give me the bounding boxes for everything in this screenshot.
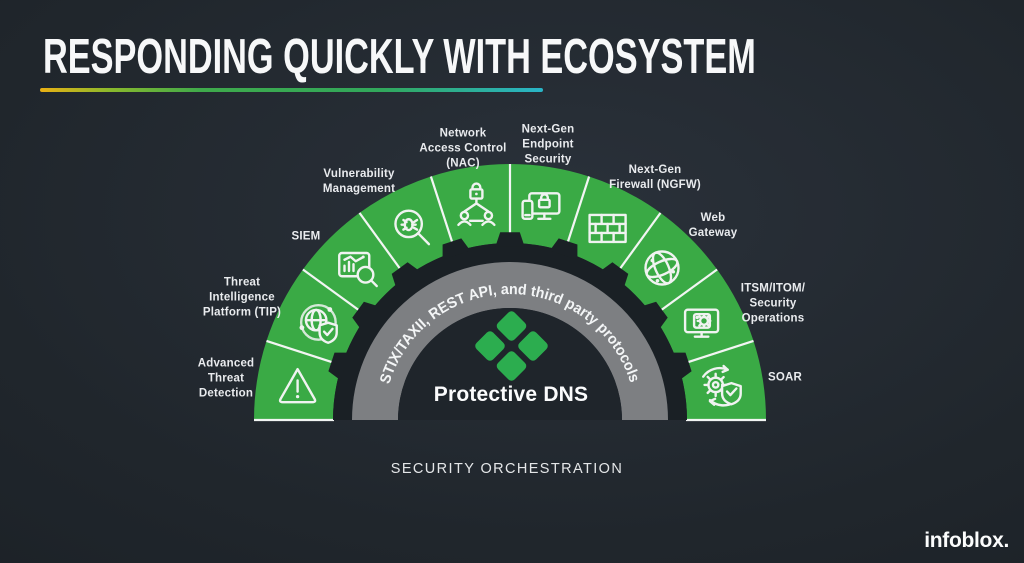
- segment-label-itsm-itom-security-operations: ITSM/ITOM/ Security Operations: [740, 282, 806, 325]
- bug-magnifier-icon: [394, 209, 431, 246]
- segment-label-network-access-control: Network Access Control (NAC): [419, 127, 507, 170]
- segment-label-advanced-threat-detection: Advanced Threat Detection: [197, 357, 255, 400]
- arch-segment: [359, 176, 456, 277]
- infoblox-diamond-logo: [475, 311, 548, 381]
- segment-divider: [612, 212, 662, 279]
- title-underline: [40, 88, 543, 92]
- protocol-arc: [352, 262, 668, 420]
- segment-divider: [651, 268, 718, 318]
- segment-divider: [266, 339, 343, 367]
- network-lock-icon: [457, 182, 496, 227]
- gear-tooth: [495, 232, 525, 247]
- warning-triangle-icon: [278, 367, 317, 404]
- gear-shield-icon: [702, 364, 742, 407]
- firewall-brick-icon: [588, 213, 627, 244]
- segment-label-threat-intelligence-platform: Threat Intelligence Platform (TIP): [202, 276, 282, 319]
- gear-tooth: [670, 352, 692, 381]
- arch-segment: [266, 269, 367, 366]
- slide-title: RESPONDING QUICKLY WITH ECOSYSTEM: [43, 30, 756, 84]
- segment-label-soar: SOAR: [767, 371, 803, 384]
- arch-segment: [564, 176, 661, 277]
- logo-diamond: [518, 331, 548, 361]
- segment-label-web-gateway: Web Gateway: [688, 212, 738, 239]
- gear-tooth: [442, 238, 471, 260]
- arch-segments-group: [253, 163, 766, 422]
- gear-tooth: [549, 238, 578, 260]
- segment-divider: [677, 339, 754, 367]
- segment-label-vulnerability-management: Vulnerability Management: [322, 168, 396, 195]
- gear-tooth: [641, 301, 668, 330]
- chart-magnifier-icon: [338, 251, 378, 288]
- security-orchestration-label: SECURITY ORCHESTRATION: [390, 461, 624, 477]
- gear-ring: [333, 243, 687, 420]
- segment-label-next-gen-firewall: Next-Gen Firewall (NGFW): [609, 164, 701, 191]
- segment-label-next-gen-endpoint-security: Next-Gen Endpoint Security: [521, 123, 575, 166]
- globe-shield-icon: [299, 303, 338, 344]
- logo-diamond: [496, 351, 527, 381]
- segment-divider: [563, 176, 591, 253]
- infoblox-logo: infoblox.: [924, 529, 1009, 552]
- monitor-gear-icon: [683, 308, 720, 338]
- web-globe-icon: [644, 250, 680, 286]
- logo-diamond: [475, 331, 505, 361]
- segment-divider: [358, 212, 408, 279]
- gear-tooth: [328, 352, 350, 381]
- segment-divider: [302, 268, 369, 318]
- logo-diamond: [496, 311, 527, 341]
- gear-teeth-group: [328, 232, 692, 381]
- arch-segment: [614, 212, 718, 316]
- endpoint-security-icon: [521, 192, 561, 221]
- segment-label-siem: SIEM: [291, 230, 321, 243]
- gear-tooth: [391, 262, 420, 289]
- gear-tooth: [600, 262, 629, 289]
- gear-tooth: [352, 301, 379, 330]
- center-label: Protective DNS: [433, 383, 589, 406]
- segment-divider: [429, 176, 457, 253]
